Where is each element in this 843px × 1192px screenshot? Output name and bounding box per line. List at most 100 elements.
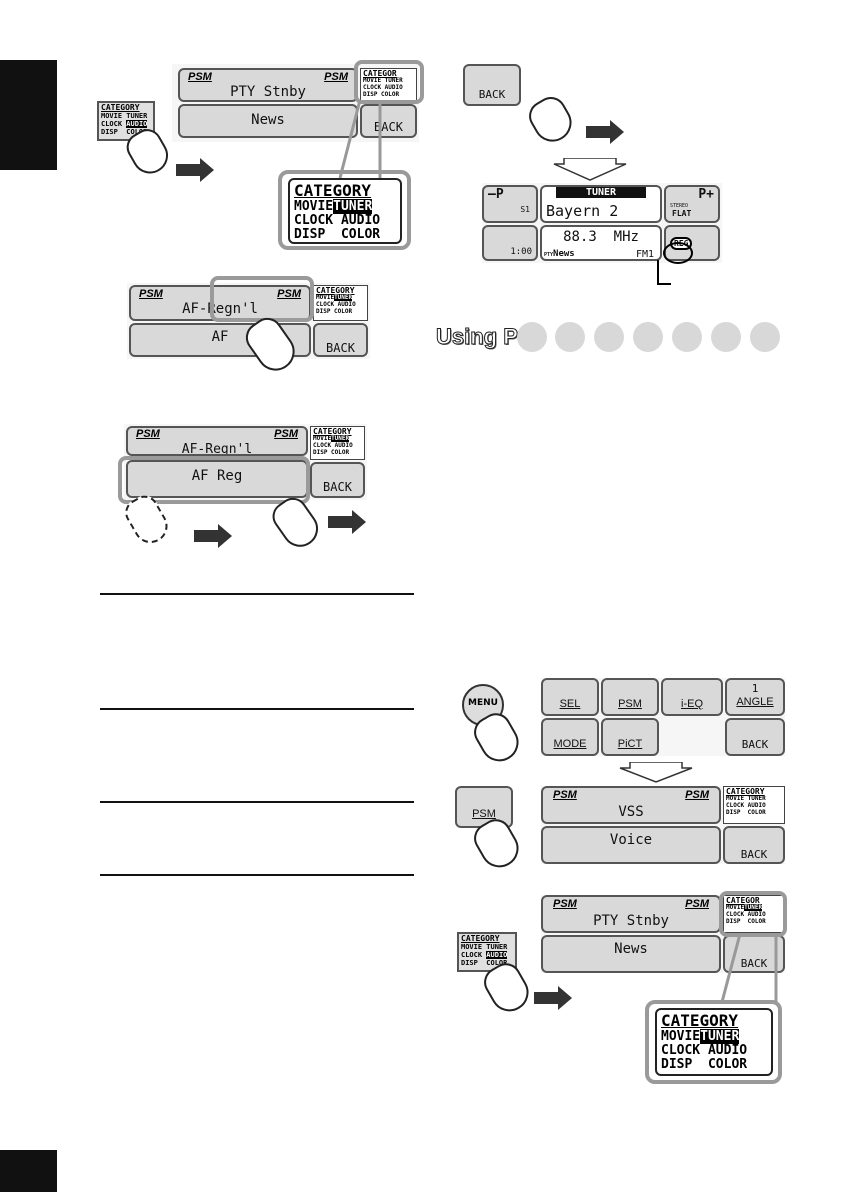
psm-label-right: PSM	[685, 789, 709, 801]
psm-label-right: PSM	[277, 288, 301, 300]
stereo-indicator: STEREO	[670, 203, 689, 209]
psm-label-left: PSM	[136, 428, 160, 440]
lcd-screen: PSM PSM AF-Regn'l AF CATEGORY MOVIETUNER…	[127, 283, 370, 359]
back-label: BACK	[323, 480, 352, 494]
back-label: BACK	[741, 738, 769, 751]
preset-up-button[interactable]: P+ STEREO FLAT	[664, 185, 720, 223]
callout-ring	[663, 242, 693, 264]
heading-dot	[594, 322, 624, 352]
voice-label: Voice	[609, 832, 653, 848]
divider	[100, 593, 414, 595]
lcd-screen: PSM PSM AF-Regn'l AF Reg CATEGORY MOVIET…	[124, 424, 367, 500]
divider	[100, 708, 414, 710]
psm-label-left: PSM	[553, 898, 577, 910]
pty-stnby-label: PTY Stnby	[230, 84, 306, 100]
heading-dot	[633, 322, 663, 352]
divider	[100, 801, 414, 803]
ieq-button[interactable]: i-EQ	[661, 678, 723, 716]
pict-label: PiCT	[617, 738, 643, 750]
station-display: TUNER Bayern 2	[540, 185, 662, 223]
news-label: News	[251, 112, 285, 128]
psm-label-left: PSM	[553, 789, 577, 801]
menu-label: MENU	[468, 698, 498, 708]
pict-button[interactable]: PiCT	[601, 718, 659, 756]
sel-label: SEL	[559, 698, 581, 710]
language-tab	[0, 60, 57, 170]
af-regnl-cell[interactable]: PSM PSM AF-Regn'l	[126, 426, 308, 456]
back-button[interactable]: BACK	[725, 718, 785, 756]
af-regnl-label: AF-Regn'l	[181, 442, 253, 456]
arrow-down-icon	[553, 158, 627, 181]
news-cell[interactable]: News	[178, 104, 358, 138]
psm-label: PSM	[618, 698, 642, 710]
angle-label: ANGLE	[736, 696, 774, 708]
heading-dot	[750, 322, 780, 352]
back-label: BACK	[326, 341, 355, 355]
angle-button[interactable]: 1 ANGLE	[725, 678, 785, 716]
af-reg-label: AF Reg	[191, 468, 243, 484]
tuner-screen: –P S1 TUNER Bayern 2 P+ STEREO FLAT 1:00…	[482, 183, 722, 263]
back-button-large[interactable]: BACK	[463, 64, 521, 106]
highlight-box-large	[278, 170, 411, 250]
flat-indicator: FLAT	[672, 209, 692, 218]
mode-button[interactable]: MODE	[541, 718, 599, 756]
menu-screen: SEL PSM i-EQ 1 ANGLE MODE PiCT BACK	[541, 678, 785, 756]
pty-stnby-label: PTY Stnby	[593, 913, 669, 929]
arrow-right-icon	[586, 120, 624, 144]
pty-indicator: PTYNews	[544, 249, 575, 259]
preset-down-button[interactable]: –P S1	[482, 185, 538, 223]
seek-down-button[interactable]: 1:00	[482, 225, 538, 261]
pty-stnby-cell[interactable]: PSM PSM PTY Stnby	[541, 895, 721, 933]
mode-label: MODE	[553, 738, 587, 750]
callout-line	[657, 283, 671, 285]
psm-label-left: PSM	[139, 288, 163, 300]
preset-number: S1	[520, 205, 530, 214]
finger-icon	[523, 91, 579, 149]
frequency-display: 88.3 MHz PTYNews FM1	[540, 225, 662, 261]
highlight-box	[354, 60, 424, 104]
divider	[100, 874, 414, 876]
back-button[interactable]: BACK	[310, 462, 365, 498]
arrow-right-icon	[194, 524, 232, 548]
psm-button[interactable]: PSM	[601, 678, 659, 716]
sel-button[interactable]: SEL	[541, 678, 599, 716]
highlight-box	[118, 456, 310, 504]
back-button[interactable]: BACK	[723, 826, 785, 864]
callout-lines	[338, 100, 382, 179]
station-name: Bayern 2	[546, 202, 619, 220]
heading-dot	[555, 322, 585, 352]
news-cell[interactable]: News	[541, 935, 721, 973]
psm-label-right: PSM	[274, 428, 298, 440]
news-label: News	[614, 941, 648, 957]
heading-dot	[517, 322, 547, 352]
angle-number: 1	[751, 682, 759, 695]
back-label: BACK	[740, 957, 768, 970]
back-button[interactable]: BACK	[360, 104, 417, 138]
preset-plus-label: P+	[698, 187, 714, 202]
back-label: BACK	[478, 88, 506, 101]
callout-lines	[720, 934, 778, 1003]
arrow-right-icon	[328, 510, 366, 534]
voice-cell[interactable]: Voice	[541, 826, 721, 864]
back-button[interactable]: BACK	[313, 323, 368, 357]
af-regnl-label: AF-Regn'l	[182, 301, 258, 317]
af-reg-cell[interactable]: AF Reg	[126, 460, 308, 498]
arrow-right-icon	[534, 986, 572, 1010]
page-number-tab	[0, 1150, 57, 1192]
vss-cell[interactable]: PSM PSM VSS	[541, 786, 721, 824]
arrow-right-icon	[176, 158, 214, 182]
arrow-down-icon	[619, 762, 693, 783]
preset-minus-label: –P	[488, 187, 504, 202]
back-label: BACK	[740, 848, 768, 861]
tuner-header: TUNER	[556, 187, 646, 198]
lcd-screen: PSM PSM PTY Stnby News CATEGOR MOVIE TUN…	[172, 64, 419, 142]
callout-line	[657, 260, 659, 284]
